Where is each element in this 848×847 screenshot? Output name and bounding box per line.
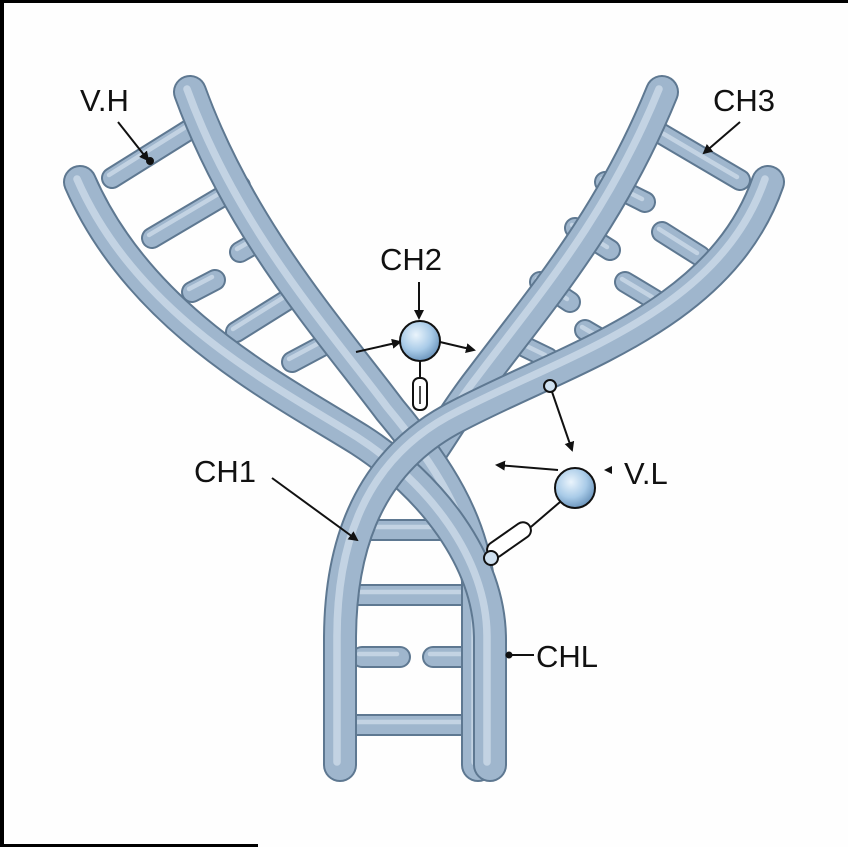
ch2-bead [399, 320, 441, 362]
label-ch1: CH1 [194, 454, 256, 489]
frame-left [0, 0, 4, 847]
strand-right-outer [323, 165, 785, 782]
rung [644, 119, 751, 191]
label-vh: V.H [80, 83, 129, 118]
label-pointers [117, 121, 741, 659]
vl-bead [554, 467, 596, 509]
rung [181, 269, 226, 303]
label-vl: V.L [624, 456, 668, 491]
label-ch3: CH3 [713, 83, 775, 118]
strands [63, 75, 785, 782]
vl-bead-assembly [483, 379, 612, 566]
rung [101, 117, 203, 189]
rung [344, 714, 486, 736]
rung [614, 271, 666, 311]
ch2-bead-assembly [355, 282, 476, 411]
frame-bottom [0, 844, 258, 847]
strand-left-outer [63, 165, 507, 782]
label-chl: CHL [536, 639, 598, 674]
rung [281, 335, 333, 373]
rung [344, 584, 481, 606]
label-ch2: CH2 [380, 242, 442, 277]
rung [351, 646, 411, 668]
rung [651, 221, 711, 267]
frame-top [0, 0, 848, 3]
